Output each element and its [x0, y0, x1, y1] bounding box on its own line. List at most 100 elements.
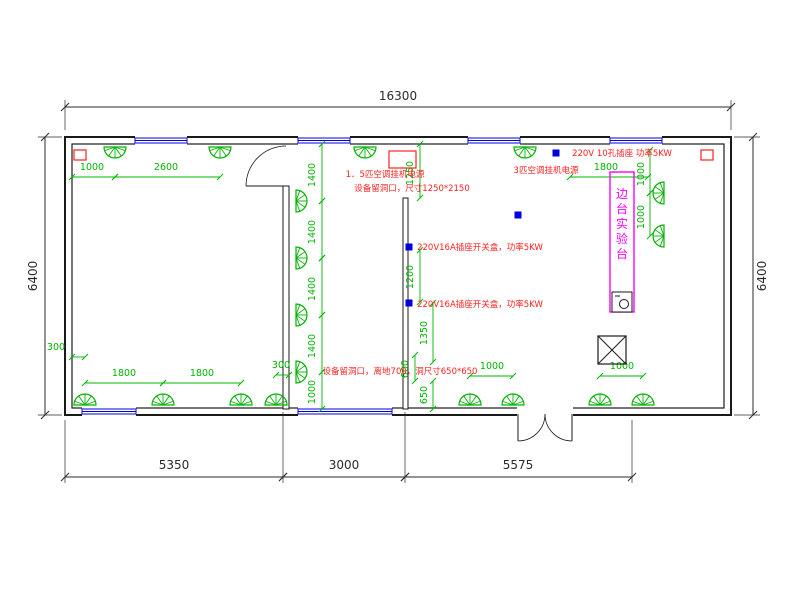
dimension-label: 6400: [26, 261, 40, 292]
lamp-ray: [295, 200, 301, 212]
dimension-interior: 2600: [111, 162, 224, 181]
bench-label: 实: [616, 216, 628, 231]
dimension-interior: 300: [272, 360, 293, 379]
dim-tick: [285, 371, 293, 379]
dimension-interior: 1000: [68, 162, 119, 181]
dim-tick: [216, 173, 224, 181]
dim-tick: [411, 351, 419, 359]
lamp-ray: [295, 257, 301, 269]
dim-tick: [318, 140, 326, 148]
dim-tick: [416, 194, 424, 202]
lamp-dome: [295, 189, 308, 213]
lamp-ray: [295, 257, 306, 265]
ceiling-lamp-icon: [73, 393, 97, 406]
dim-tick: [159, 379, 167, 387]
dimension-interior: 1800: [81, 368, 167, 387]
ceiling-lamp-icon: [295, 246, 308, 270]
lamp-ray: [654, 235, 665, 243]
dimension-interior: 1000: [636, 189, 654, 240]
lamp-dome: [151, 393, 175, 406]
lamp-ray: [593, 395, 601, 406]
lamp-dome: [588, 393, 612, 406]
lamp-ray: [506, 395, 514, 406]
lamp-ray: [358, 146, 366, 157]
dim-tick: [646, 146, 654, 154]
dim-tick: [318, 311, 326, 319]
lamp-ray: [469, 400, 481, 406]
dim-tick: [272, 371, 280, 379]
lamp-ray: [209, 146, 221, 152]
drain-cross: [597, 335, 627, 365]
lamp-dome: [229, 393, 253, 406]
lamp-ray: [364, 146, 376, 152]
dimension: 6400: [734, 132, 769, 420]
lamp-ray: [459, 400, 471, 406]
door-clear: [517, 406, 573, 417]
lamp-dome: [652, 181, 665, 205]
dim-tick: [237, 379, 245, 387]
ceiling-lamp-icon: [513, 146, 537, 159]
lamp-ray: [469, 395, 477, 406]
lamp-dome: [353, 146, 377, 159]
lamp-ray: [265, 400, 277, 406]
dim-tick: [400, 472, 410, 482]
lamp-ray: [114, 146, 122, 157]
dimension-interior: 1000: [307, 368, 326, 413]
dim-tick: [411, 377, 419, 385]
lamp-ray: [636, 395, 644, 406]
dimension-label: 5575: [503, 458, 534, 472]
dim-tick: [318, 368, 326, 376]
lamp-ray: [524, 146, 532, 157]
annotation-text: 1．5匹空调挂机电源: [346, 169, 425, 180]
door-swing: [245, 145, 287, 187]
lamp-ray: [108, 146, 116, 157]
dimension-label: 16300: [379, 89, 417, 103]
ceiling-lamp-icon: [151, 393, 175, 406]
dim-tick: [726, 102, 736, 112]
lamp-ray: [230, 400, 242, 406]
dimension-label: 1800: [594, 162, 618, 173]
dim-tick: [429, 299, 437, 307]
outer-wall: [64, 136, 732, 416]
dimension-label: 1000: [80, 162, 104, 173]
lamp-ray: [659, 225, 665, 237]
dim-tick: [646, 189, 654, 197]
sink-icon: [611, 291, 633, 313]
lamp-ray: [295, 371, 306, 379]
power-equipment-box: [388, 150, 417, 169]
bench-label: 验: [616, 231, 628, 246]
dim-tick: [60, 472, 70, 482]
annotation-text: 设备留洞口，尺寸1250*2150: [354, 183, 470, 194]
dimension-label: 650: [419, 386, 430, 404]
lamp-ray: [654, 229, 665, 237]
floor-drain-icon: [597, 335, 627, 365]
ceiling-lamp-icon: [631, 393, 655, 406]
outer-wall-inner: [71, 143, 725, 409]
dimension-label: 600: [400, 360, 411, 378]
annotation-text: 设备留洞口，离地700，洞尺寸650*650: [323, 366, 478, 377]
lamp-ray: [295, 314, 306, 322]
lamp-ray: [234, 395, 242, 406]
dim-tick: [416, 246, 424, 254]
dimension-interior: 300: [47, 342, 89, 361]
dim-tick: [40, 410, 50, 420]
lamp-dome: [295, 303, 308, 327]
ceiling-lamp-icon: [229, 393, 253, 406]
lamp-ray: [295, 304, 301, 316]
lamp-ray: [213, 146, 221, 157]
lamp-ray: [518, 146, 526, 157]
dimension-label: 1350: [419, 321, 430, 345]
door-swing: [544, 413, 573, 442]
dimension-label: 1000: [636, 162, 647, 186]
ceiling-lamp-icon: [295, 189, 308, 213]
dim-tick: [627, 472, 637, 482]
lamp-ray: [364, 146, 372, 157]
dim-tick: [318, 254, 326, 262]
lamp-ray: [295, 308, 306, 316]
dim-tick: [566, 173, 574, 181]
lamp-ray: [152, 400, 164, 406]
dimension-label: 1400: [307, 163, 318, 187]
lamp-ray: [295, 365, 306, 373]
lamp-ray: [659, 235, 665, 247]
ceiling-lamp-icon: [353, 146, 377, 159]
